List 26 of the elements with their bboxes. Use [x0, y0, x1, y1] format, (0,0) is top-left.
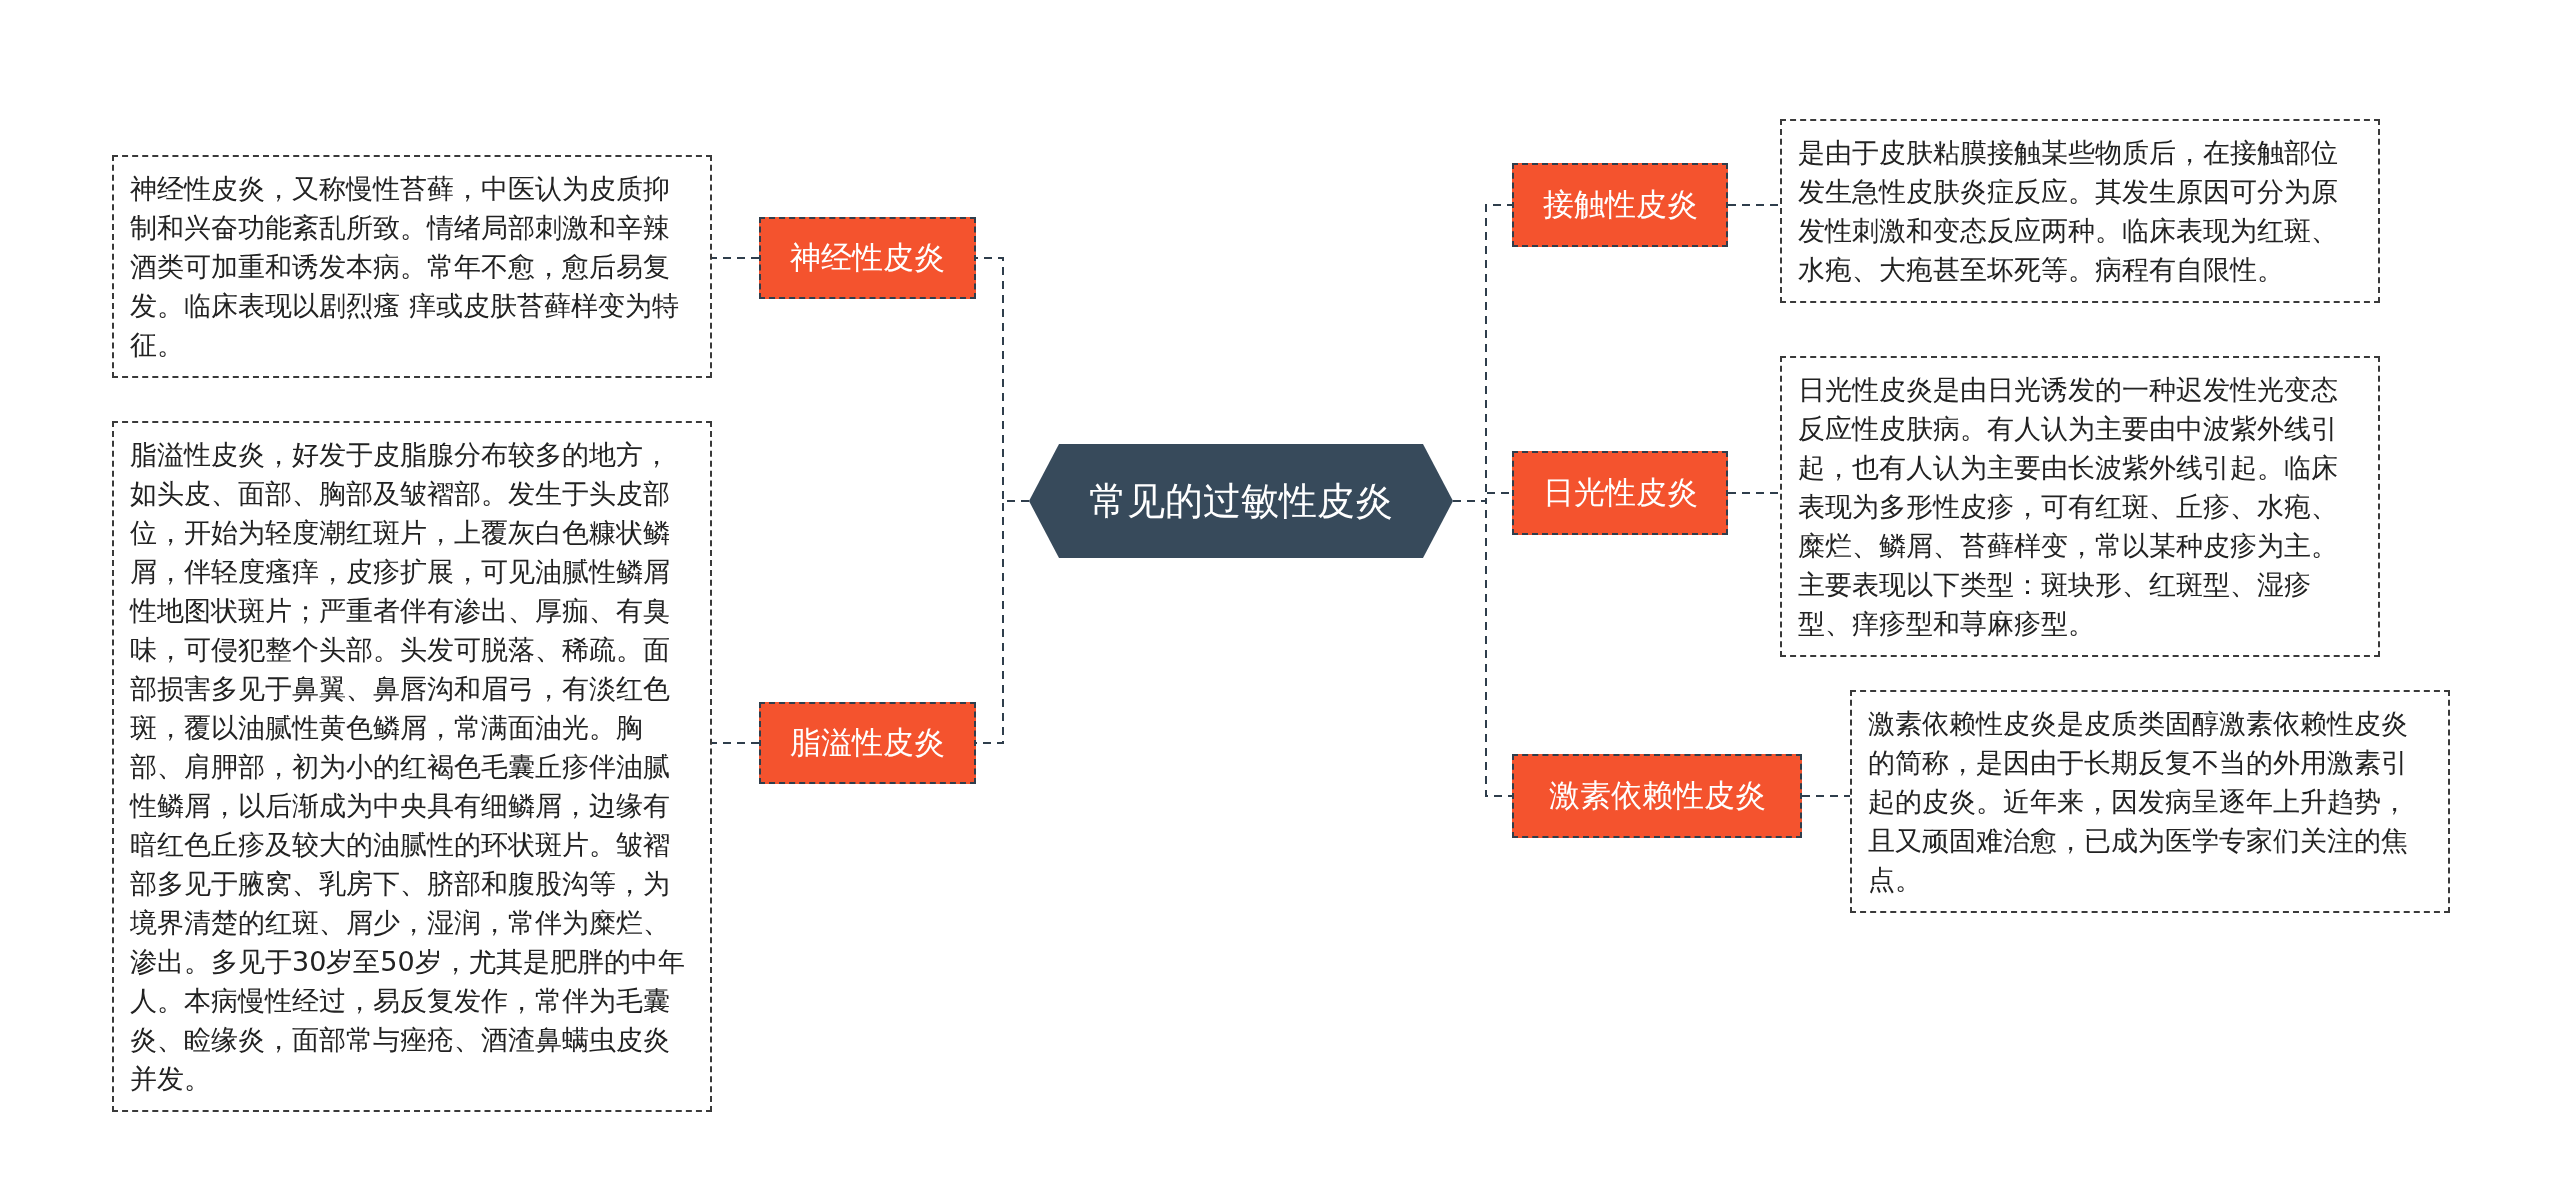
description-text: 日光性皮炎是由日光诱发的一种迟发性光变态反应性皮肤病。有人认为主要由中波紫外线引起，也有人认为主要由长波紫外线引起。临床表现为多形性皮疹，可有红斑、丘疹、水疱、糜烂、鳞屑、苔藓样变，常以某种皮疹为主。主要表现以下类型：斑块形、红斑型、湿疹型、痒疹型和荨麻疹型。: [1798, 373, 2339, 641]
description-text: 激素依赖性皮炎是皮质类固醇激素依赖性皮炎的简称，是因由于长期反复不当的外用激素引起的皮炎。近年来，因发病呈逐年上升趋势，且又顽固难治愈，已成为医学专家们关注的焦点。: [1868, 707, 2409, 897]
description-box: [1780, 356, 2380, 657]
topic-label: 常见的过敏性皮炎: [1089, 477, 1393, 525]
connector-line: [711, 257, 760, 259]
description-text: 脂溢性皮炎，好发于皮脂腺分布较多的地方，如头皮、面部、胸部及皱褶部。发生于头皮部位，开始为轻度潮红斑片，上覆灰白色糠状鳞屑，伴轻度瘙痒，皮疹扩展，可见油腻性鳞屑性地图状斑片；严重者伴有渗出、厚痂、有臭味，可侵犯整个头部。头发可脱落、稀疏。面部损害多见于鼻翼、鼻唇沟和眉弓，有淡红色斑，覆以油腻性黄色鳞屑，常满面油光。胸部、肩胛部，初为小的红褐色毛囊丘疹伴油腻性鳞屑，以后渐成为中央具有细鳞屑，边缘有暗红色丘疹及较大的油腻性的环状斑片。皱褶部多见于腋窝、乳房下、脐部和腹股沟等，为境界清楚的红斑、屑少，湿润，常伴为糜烂、渗出。多见于30岁至50岁，尤其是肥胖的中年人。本病慢性经过，易反复发作，常伴为毛囊炎、睑缘炎，面部常与痤疮、酒渣鼻螨虫皮炎并发。: [130, 438, 686, 1096]
description-text: 是由于皮肤粘膜接触某些物质后，在接触部位发生急性皮肤炎症反应。其发生原因可分为原发性刺激和变态反应两种。临床表现为红斑、水疱、大疱甚至坏死等。病程有自限性。: [1798, 136, 2339, 287]
description-box: [1780, 119, 2380, 303]
topic-label: 激素依赖性皮炎: [1548, 776, 1766, 815]
topic-box: [1512, 754, 1802, 838]
topic-box: [1512, 451, 1728, 535]
topic-box: [759, 217, 976, 299]
connector-line: [1452, 500, 1513, 797]
topic-label: 神经性皮炎: [790, 238, 945, 277]
description-text: 神经性皮炎，又称慢性苔藓，中医认为皮质抑制和兴奋功能紊乱所致。情绪局部刺激和辛辣酒类可加重和诱发本病。常年不愈，愈后易复发。临床表现以剧烈瘙 痒或皮肤苔藓样变为特征。: [130, 172, 680, 362]
connector-line: [1727, 204, 1781, 206]
description-box: [1850, 690, 2450, 913]
topic-label: 接触性皮炎: [1542, 185, 1698, 224]
connector-line: [1801, 795, 1851, 797]
connector-line: [711, 742, 760, 744]
topic-box: [1512, 163, 1728, 247]
topic-label: 脂溢性皮炎: [790, 723, 945, 762]
topic-box: [759, 702, 976, 784]
description-box: [112, 155, 712, 378]
connector-line: [1727, 492, 1781, 494]
topic-label: 日光性皮炎: [1542, 473, 1698, 512]
